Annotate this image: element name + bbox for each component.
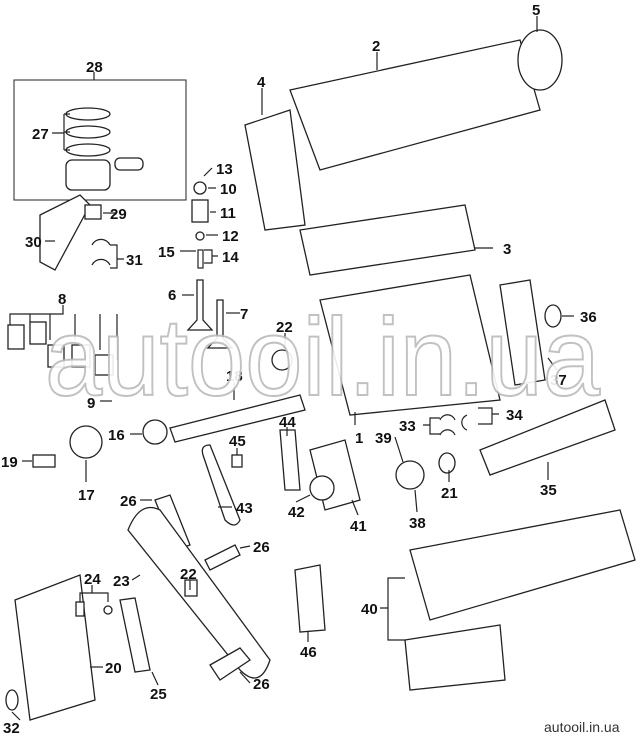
callout-29[interactable]: 29 [110,206,127,223]
oil-pan-lower [404,624,506,691]
engine-block [319,274,501,416]
callout-16[interactable]: 16 [108,427,125,444]
seal-32 [5,689,19,711]
callout-46[interactable]: 46 [300,644,317,661]
guide-26c [209,647,251,681]
rear-cover [499,279,546,386]
callout-2[interactable]: 2 [372,38,380,55]
callout-44[interactable]: 44 [279,414,296,431]
seal-36 [544,304,562,328]
oil-cooler-46 [294,564,326,633]
timing-chain-short [201,444,241,526]
callout-31[interactable]: 31 [126,252,143,269]
connecting-rod [39,194,102,271]
callout-33[interactable]: 33 [399,418,416,435]
callout-3[interactable]: 3 [503,241,511,258]
callout-36[interactable]: 36 [580,309,597,326]
vacuum-pump [517,29,563,91]
site-label-bg [538,715,640,739]
callout-39[interactable]: 39 [375,430,392,447]
callout-9[interactable]: 9 [87,395,95,412]
callout-26b[interactable]: 26 [253,539,270,556]
callout-7[interactable]: 7 [240,306,248,323]
callout-43[interactable]: 43 [236,500,253,517]
pump-sprocket-42 [309,475,335,501]
callout-42[interactable]: 42 [288,504,305,521]
tensioner-22 [271,349,293,371]
piston-kit-box [13,79,187,201]
callout-25[interactable]: 25 [150,686,167,703]
seal-21 [438,452,456,474]
solenoid-19 [32,454,56,468]
damper-38 [395,460,425,490]
main-bearings [439,414,468,436]
callout-18[interactable]: 18 [226,368,243,385]
callout-26[interactable]: 26 [120,493,137,510]
callout-38[interactable]: 38 [409,515,426,532]
callout-10[interactable]: 10 [220,181,237,198]
callout-6[interactable]: 6 [168,287,176,304]
callout-28[interactable]: 28 [86,59,103,76]
guide-26b [204,544,241,571]
watermark: autooil.in.ua [45,296,601,419]
callout-15[interactable]: 15 [158,244,175,261]
callout-13[interactable]: 13 [216,161,233,178]
callout-17[interactable]: 17 [78,487,95,504]
callout-22b[interactable]: 22 [180,566,197,583]
callout-35[interactable]: 35 [540,482,557,499]
piston-rings [65,107,111,157]
cam-adjuster [69,425,103,459]
callout-1[interactable]: 1 [355,430,363,447]
callout-14[interactable]: 14 [222,249,239,266]
callout-40[interactable]: 40 [361,601,378,618]
timing-chain-23 [127,506,271,679]
callout-30[interactable]: 30 [25,234,42,251]
callout-41[interactable]: 41 [350,518,367,535]
callout-21[interactable]: 21 [441,485,458,502]
site-label[interactable]: autooil.in.ua [544,719,620,735]
cylinder-head [289,39,541,171]
rod-bearings [91,238,111,266]
callout-34[interactable]: 34 [506,407,523,424]
head-gasket [299,204,476,276]
rocker-arms [7,321,114,376]
leader-lines [9,16,574,721]
callout-27[interactable]: 27 [32,126,49,143]
crankshaft-35 [479,399,616,476]
oil-pan-upper [409,509,636,621]
guide-25 [119,597,151,673]
camshaft [169,394,306,443]
callout-37[interactable]: 37 [550,372,567,389]
piston [65,157,144,191]
bracket-44 [279,429,301,491]
callout-20[interactable]: 20 [105,660,122,677]
bolt-washer-24 [75,601,113,617]
valves [186,279,234,349]
callout-22[interactable]: 22 [276,319,293,336]
tensioner-22b [184,579,198,597]
pin-45 [231,454,243,468]
callout-12[interactable]: 12 [222,228,239,245]
callout-23[interactable]: 23 [113,573,130,590]
cam-sprocket [142,419,168,445]
callout-8[interactable]: 8 [58,291,66,308]
callout-11[interactable]: 11 [220,205,236,222]
callout-32[interactable]: 32 [3,720,20,737]
timing-cover-upper [244,109,306,231]
callout-24[interactable]: 24 [84,571,101,588]
callout-19[interactable]: 19 [1,454,18,471]
valve-parts [191,181,209,269]
front-cover-20 [14,574,96,721]
callout-4[interactable]: 4 [257,74,266,91]
callout-5[interactable]: 5 [532,2,540,19]
callout-26c[interactable]: 26 [253,676,270,693]
callout-45[interactable]: 45 [229,433,246,450]
